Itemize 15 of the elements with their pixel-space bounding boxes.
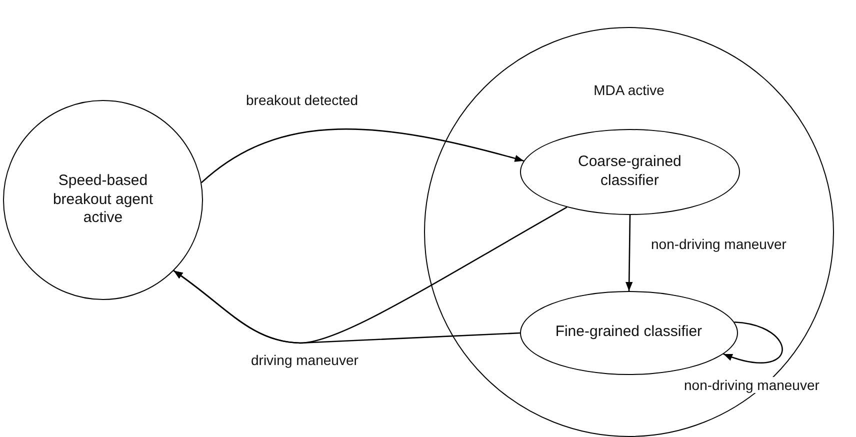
state-label: Coarse-grained classifier	[576, 152, 682, 190]
edge-label: non-driving maneuver	[650, 236, 788, 252]
transition-arrow	[723, 321, 783, 364]
transition-arrow	[201, 128, 524, 184]
state-label: Fine-grained classifier	[555, 323, 702, 342]
transition-arrow	[173, 270, 520, 344]
edge-label: breakout detected	[245, 92, 360, 108]
state-label: Speed-based breakout agent active	[52, 172, 154, 228]
state-ellipse	[520, 128, 740, 215]
state-label: MDA active	[594, 82, 664, 100]
transition-arrow	[626, 215, 633, 291]
edge-label: driving maneuver	[250, 352, 360, 368]
state-ellipse	[520, 290, 738, 375]
edge-label: non-driving maneuver	[683, 377, 820, 393]
state-circle	[3, 100, 203, 300]
